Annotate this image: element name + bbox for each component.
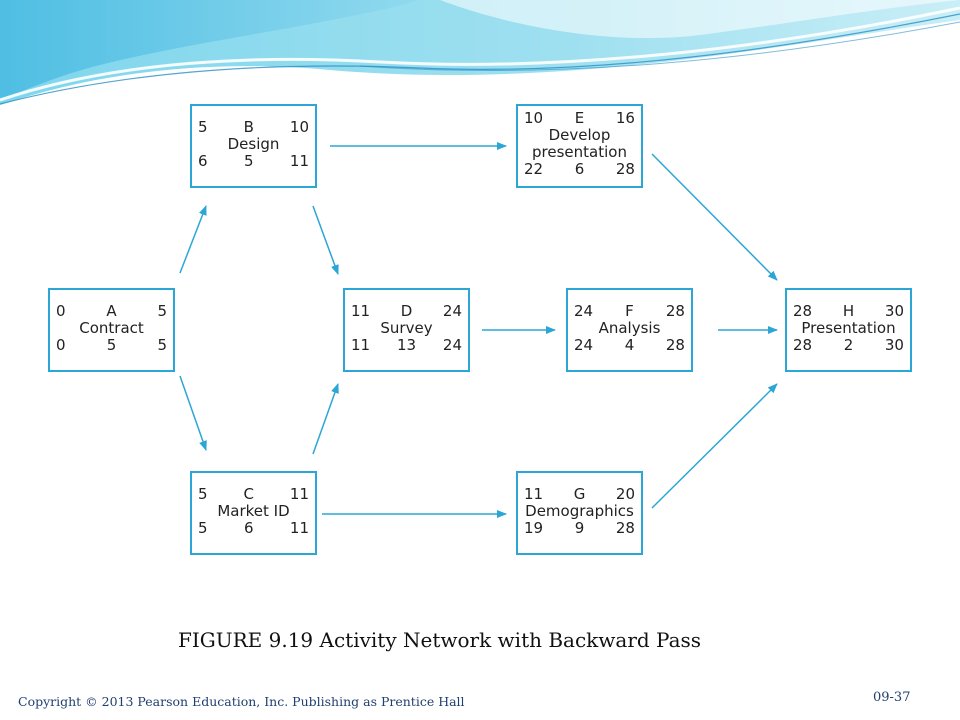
node-H-lf: 30 [884, 336, 904, 354]
node-C-es: 5 [198, 485, 208, 503]
node-G-demographics: 11 G 20 Demographics 19 9 28 [516, 471, 643, 555]
node-E-id: E [574, 109, 585, 127]
figure-caption: FIGURE 9.19 Activity Network with Backwa… [178, 628, 702, 652]
node-D-name: Survey [380, 319, 433, 337]
node-H-dur: 2 [843, 336, 854, 354]
node-C-ef: 11 [289, 485, 309, 503]
node-D-survey: 11 D 24 Survey 11 13 24 [343, 288, 470, 372]
node-A-ls: 0 [56, 336, 66, 354]
node-F-lf: 28 [665, 336, 685, 354]
header-wave-decoration [0, 0, 960, 105]
node-F-name: Analysis [598, 319, 661, 337]
slide-number: 09-37 [873, 690, 911, 705]
node-E-name-line1: Develop [548, 126, 611, 144]
node-A-dur: 5 [106, 336, 117, 354]
node-F-ef: 28 [665, 302, 685, 320]
node-E-dur: 6 [574, 160, 585, 178]
node-F-es: 24 [574, 302, 594, 320]
arrow-C-D [312, 383, 339, 455]
node-C-market-id: 5 C 11 Market ID 5 6 11 [190, 471, 317, 555]
node-D-dur: 13 [396, 336, 417, 354]
arrow-B-D [312, 205, 339, 275]
node-A-ef: 5 [157, 302, 167, 320]
node-G-dur: 9 [574, 519, 585, 537]
node-C-dur: 6 [243, 519, 254, 537]
node-F-analysis: 24 F 28 Analysis 24 4 28 [566, 288, 693, 372]
node-E-es: 10 [524, 109, 544, 127]
node-A-es: 0 [56, 302, 66, 320]
node-E-lf: 28 [615, 160, 635, 178]
node-G-ef: 20 [615, 485, 635, 503]
node-B-ls: 6 [198, 152, 208, 170]
node-E-name-line2: presentation [532, 143, 627, 161]
copyright-text: Copyright © 2013 Pearson Education, Inc.… [18, 694, 465, 709]
node-H-presentation: 28 H 30 Presentation 28 2 30 [785, 288, 912, 372]
node-H-es: 28 [793, 302, 813, 320]
network-arrows [179, 142, 778, 518]
node-F-dur: 4 [624, 336, 635, 354]
node-E-develop-presentation: 10 E 16 Develop presentation 22 6 28 [516, 104, 643, 188]
node-H-name: Presentation [801, 319, 896, 337]
node-C-name: Market ID [217, 502, 290, 520]
node-B-ef: 10 [289, 118, 309, 136]
node-C-id: C [243, 485, 254, 503]
node-A-name: Contract [79, 319, 144, 337]
node-G-ls: 19 [524, 519, 544, 537]
node-A-contract: 0 A 5 Contract 0 5 5 [48, 288, 175, 372]
node-B-es: 5 [198, 118, 208, 136]
node-B-dur: 5 [243, 152, 254, 170]
node-G-es: 11 [524, 485, 544, 503]
node-B-id: B [243, 118, 254, 136]
arrow-E-H [651, 153, 778, 281]
node-D-ls: 11 [351, 336, 371, 354]
node-D-lf: 24 [442, 336, 462, 354]
node-F-ls: 24 [574, 336, 594, 354]
node-E-ls: 22 [524, 160, 544, 178]
node-A-id: A [106, 302, 117, 320]
node-A-lf: 5 [157, 336, 167, 354]
node-H-id: H [842, 302, 855, 320]
node-D-es: 11 [351, 302, 371, 320]
node-B-design: 5 B 10 Design 6 5 11 [190, 104, 317, 188]
node-G-name: Demographics [525, 502, 634, 520]
node-H-ef: 30 [884, 302, 904, 320]
arrow-A-B [179, 205, 207, 274]
node-D-ef: 24 [442, 302, 462, 320]
node-G-id: G [573, 485, 586, 503]
node-D-id: D [400, 302, 413, 320]
node-B-name: Design [227, 135, 280, 153]
node-G-lf: 28 [615, 519, 635, 537]
node-C-ls: 5 [198, 519, 208, 537]
node-E-ef: 16 [615, 109, 635, 127]
node-H-ls: 28 [793, 336, 813, 354]
node-C-lf: 11 [289, 519, 309, 537]
node-B-lf: 11 [289, 152, 309, 170]
arrow-A-C [179, 375, 207, 451]
node-F-id: F [625, 302, 634, 320]
arrow-G-H [651, 383, 778, 509]
